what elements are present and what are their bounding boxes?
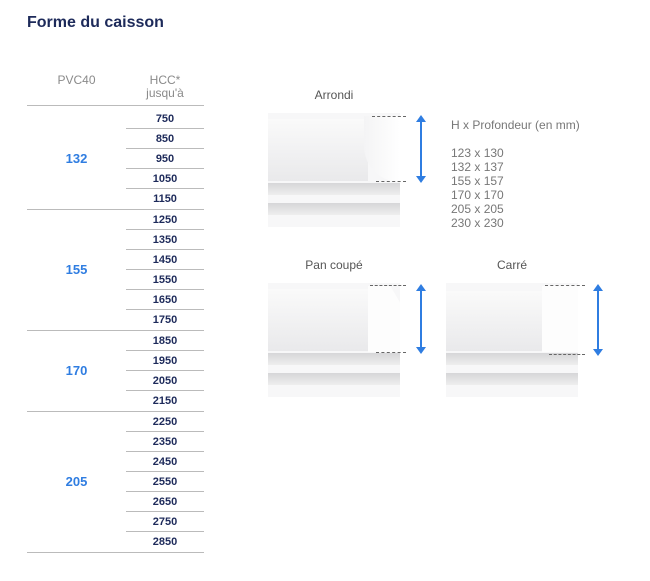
table-top-rule [27,105,204,106]
hcc-sublabel: jusqu'à [146,86,184,100]
dim-line-bottom [376,181,406,182]
hcc-value: 1750 [152,314,178,326]
dim-line-bottom [376,352,406,353]
height-arrow-icon [593,284,603,356]
hcc-value: 2150 [152,395,178,407]
hcc-value: 1250 [126,210,204,230]
hcc-value: 1650 [126,290,204,310]
hcc-value: 2050 [126,371,204,391]
hcc-value: 2350 [126,432,204,452]
pan-coupe-image [268,283,400,397]
dimension-value: 123 x 130 [451,146,504,160]
dimension-value: 132 x 137 [451,160,504,174]
dim-line-bottom [549,354,585,355]
col-header-pvc40: PVC40 [57,73,96,87]
arrondi-image [268,113,400,227]
dimension-value: 170 x 170 [451,188,504,202]
hcc-value: 950 [126,149,204,169]
dimension-value: 155 x 157 [451,174,504,188]
hcc-label: HCC* [149,73,181,87]
hcc-value: 2850 [152,536,178,548]
col-header-hcc: HCC* jusqu'à [126,74,204,100]
dimensions-header: H x Profondeur (en mm) [451,118,580,132]
hcc-value: 2750 [126,512,204,532]
page-title: Forme du caisson [27,14,164,31]
height-arrow-icon [416,284,426,354]
carre-image [446,283,578,397]
hcc-value: 750 [126,109,204,129]
hcc-value: 2650 [126,492,204,512]
hcc-value: 850 [126,129,204,149]
hcc-value: 1150 [153,193,177,205]
dimension-value: 205 x 205 [451,202,504,216]
hcc-value: 1850 [126,331,204,351]
hcc-value: 1950 [126,351,204,371]
shape-label-carre: Carré [496,258,527,272]
dimension-value: 230 x 230 [451,216,504,230]
shape-label-arrondi: Arrondi [314,88,354,102]
pvc40-value: 170 [65,363,88,378]
shape-label-pan-coupe: Pan coupé [305,258,363,272]
dim-line-top [370,285,406,286]
hcc-value: 2450 [126,452,204,472]
dim-line-top [372,116,406,117]
pvc40-value: 155 [65,262,88,277]
hcc-value: 2550 [126,472,204,492]
hcc-value: 2250 [126,412,204,432]
hcc-value: 1450 [126,250,204,270]
dim-line-top [545,285,585,286]
height-arrow-icon [416,115,426,183]
pvc40-value: 132 [65,151,88,166]
pvc40-value: 205 [65,474,88,489]
hcc-value: 1350 [126,230,204,250]
hcc-value: 1050 [126,169,204,189]
hcc-value: 1550 [126,270,204,290]
